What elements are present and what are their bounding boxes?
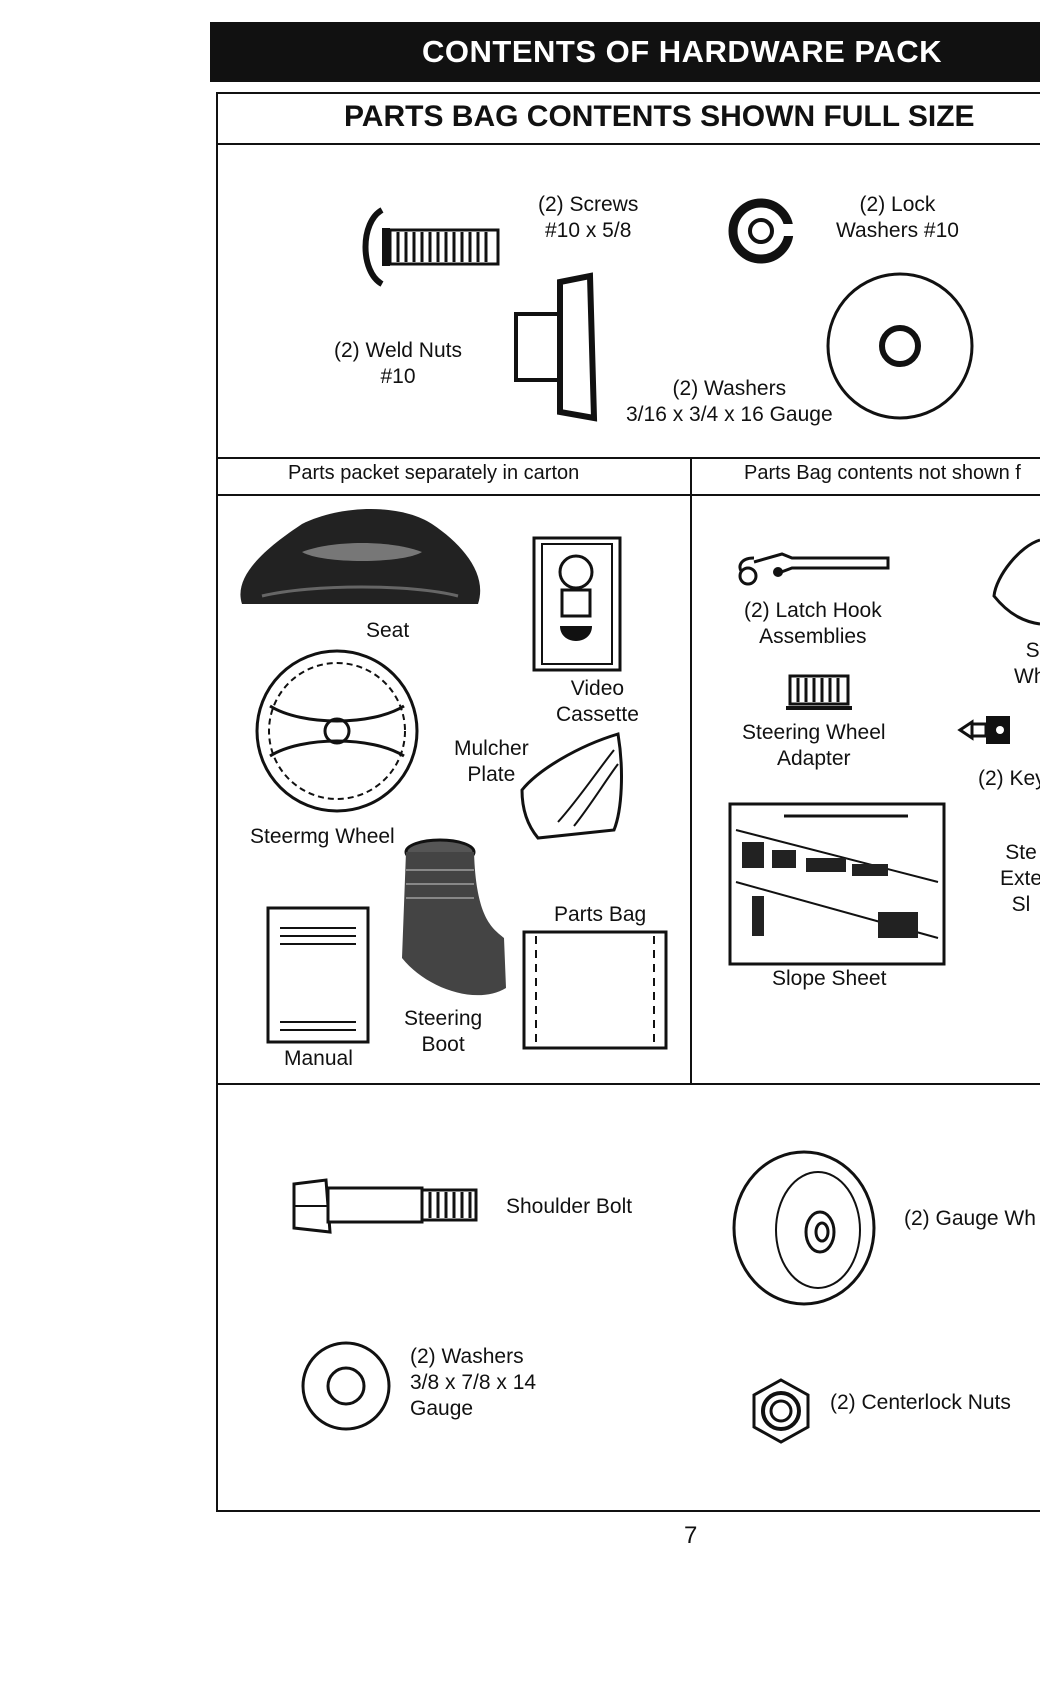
manual-icon <box>266 906 370 1044</box>
steering-adapter-icon <box>786 674 852 710</box>
flat-washer-icon <box>826 272 974 420</box>
header-title: CONTENTS OF HARDWARE PACK <box>422 34 942 69</box>
steering-boot-icon <box>402 838 506 996</box>
panel-divider <box>690 457 692 1083</box>
steering-wheel-icon <box>255 649 419 813</box>
lock-washer-icon <box>728 198 796 264</box>
key-icon <box>957 716 1010 744</box>
full-size-title: PARTS BAG CONTENTS SHOWN FULL SIZE <box>344 100 975 133</box>
shoulder-bolt-icon <box>292 1178 478 1234</box>
slope-sheet-icon <box>728 802 946 966</box>
shoulder-bolt-label: Shoulder Bolt <box>506 1195 633 1218</box>
video-cassette-icon <box>532 536 622 672</box>
seat-icon <box>240 509 481 604</box>
screw-icon <box>362 207 500 287</box>
carton-panel-title: Parts packet separately in carton <box>288 462 580 484</box>
divider <box>216 1083 1040 1085</box>
cut-label-key: (2) Key <box>978 767 1040 790</box>
parts-bag-label: Parts Bag <box>554 903 647 926</box>
gauge-wheel-icon <box>732 1150 876 1306</box>
small-washer-icon <box>301 1341 391 1431</box>
page-number: 7 <box>684 1522 698 1549</box>
centerlock-nuts-label: (2) Centerlock Nuts <box>830 1391 1011 1414</box>
gauge-wheels-label: (2) Gauge Wh <box>904 1207 1036 1230</box>
mulcher-plate-icon <box>520 732 623 840</box>
screws-label: (2) Screws#10 x 5/8 <box>538 193 639 242</box>
cut-label-st: StWhe <box>1014 639 1040 688</box>
divider <box>216 494 1040 496</box>
manual-label: Manual <box>284 1047 353 1070</box>
slope-sheet-label: Slope Sheet <box>772 967 887 990</box>
weld-nuts-label: (2) Weld Nuts#10 <box>334 339 462 388</box>
latch-hook-icon <box>738 552 890 586</box>
parts-bag-icon <box>522 930 668 1050</box>
content-frame <box>216 92 1040 1512</box>
header-bar: CONTENTS OF HARDWARE PACK <box>210 22 1040 82</box>
centerlock-nut-icon <box>752 1378 810 1444</box>
steering-wheel-label: Steermg Wheel <box>250 825 395 848</box>
steering-wheel-cap-icon <box>992 538 1040 626</box>
bag-panel-title: Parts Bag contents not shown f <box>744 462 1021 484</box>
weld-nut-icon <box>514 272 598 422</box>
divider <box>216 457 1040 459</box>
divider <box>216 143 1040 145</box>
seat-label: Seat <box>366 619 410 642</box>
